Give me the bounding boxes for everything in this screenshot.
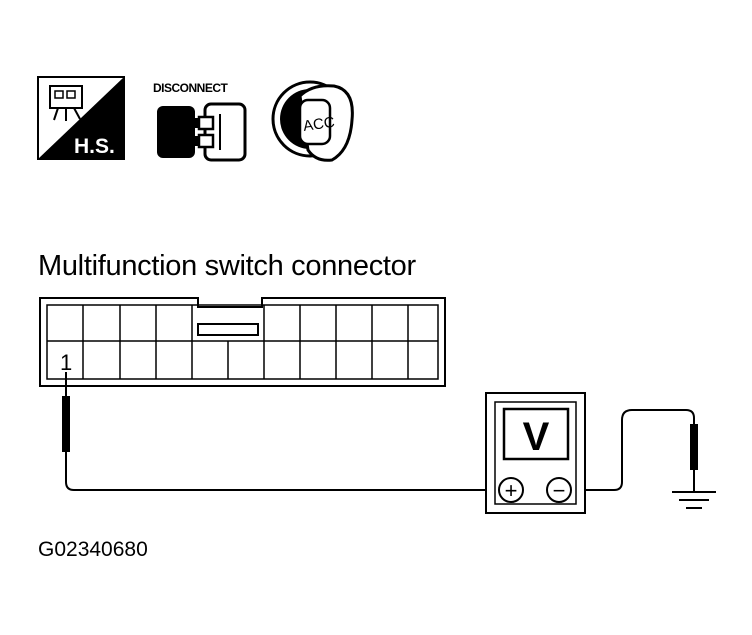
positive-terminal-symbol: +: [505, 478, 518, 503]
positive-probe: [62, 385, 70, 452]
negative-terminal: [546, 477, 572, 503]
multifunction-connector: 1: [39, 297, 446, 387]
disconnect-icon: DISCONNECT: [153, 81, 247, 162]
disconnect-label: DISCONNECT: [153, 81, 229, 95]
positive-terminal: [498, 477, 524, 503]
pin-1-label: 1: [60, 350, 72, 375]
figure-code: G02340680: [38, 538, 148, 561]
wires: [65, 372, 695, 492]
voltmeter-v-label: V: [523, 415, 550, 459]
ignition-key-icon: ACC: [271, 80, 354, 162]
connector-title: Multifunction switch connector: [38, 250, 416, 282]
harness-side-icon: H.S.: [37, 76, 125, 160]
voltmeter: V + −: [485, 392, 586, 514]
negative-terminal-symbol: −: [553, 478, 566, 503]
ground-probe: [690, 424, 698, 470]
hs-label: H.S.: [74, 135, 115, 158]
acc-label: ACC: [302, 114, 336, 135]
ground-symbol: [672, 491, 716, 509]
